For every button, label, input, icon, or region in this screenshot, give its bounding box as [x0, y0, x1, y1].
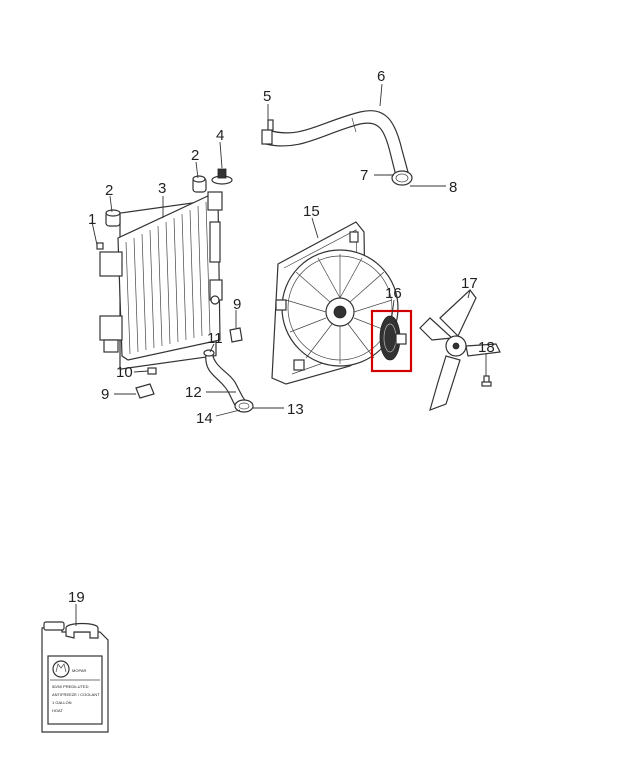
callout-9-a: 9 — [233, 296, 241, 313]
upper-hose — [261, 110, 413, 186]
callout-12: 12 — [185, 384, 202, 401]
callout-7: 7 — [360, 167, 368, 184]
lower-hose — [203, 349, 254, 413]
coolant-jug: MOPAR 50/50 PREDILUTED ANTIFREEZE / COOL… — [41, 621, 109, 733]
callout-9-b: 9 — [101, 386, 109, 403]
part-4-cap — [211, 168, 233, 185]
callout-numbers: 1 2 2 3 4 5 6 7 8 9 9 10 11 12 13 14 15 … — [68, 68, 495, 606]
radiator — [99, 191, 223, 370]
callout-2-b: 2 — [191, 147, 199, 164]
callout-13: 13 — [287, 401, 304, 418]
part-9-clip-left — [135, 383, 155, 399]
callout-3: 3 — [158, 180, 166, 197]
callout-6: 6 — [377, 68, 385, 85]
callout-17: 17 — [461, 275, 478, 292]
part-9-clip-right — [229, 327, 243, 343]
fan-blade — [419, 289, 501, 411]
part-2-isolator-left — [105, 209, 121, 227]
callout-5: 5 — [263, 88, 271, 105]
leader-lines — [75, 83, 487, 626]
callout-15: 15 — [303, 203, 320, 220]
callout-2-a: 2 — [105, 182, 113, 199]
callout-14: 14 — [196, 410, 213, 427]
callout-16: 16 — [385, 285, 402, 302]
fan-clutch — [379, 315, 407, 361]
fan-shroud — [271, 221, 399, 385]
jug-line-1: 50/50 PREDILUTED — [52, 684, 89, 689]
callout-8: 8 — [449, 179, 457, 196]
part-2-isolator-top — [192, 175, 207, 193]
callout-11: 11 — [207, 330, 223, 347]
part-10-drain — [147, 367, 157, 375]
highlight-box — [370, 309, 413, 373]
jug-line-3: 1 GALLON — [52, 700, 72, 705]
part-18-bolt — [481, 375, 492, 387]
callout-1: 1 — [88, 211, 96, 228]
jug-line-4: HOAT — [52, 708, 63, 713]
jug-brand: MOPAR — [72, 668, 86, 673]
callout-18: 18 — [478, 339, 495, 356]
callout-4: 4 — [216, 127, 224, 144]
jug-line-2: ANTIFREEZE / COOLANT — [52, 692, 100, 697]
part-1-clip — [96, 242, 104, 250]
callout-19: 19 — [68, 589, 85, 606]
callout-10: 10 — [116, 364, 133, 381]
